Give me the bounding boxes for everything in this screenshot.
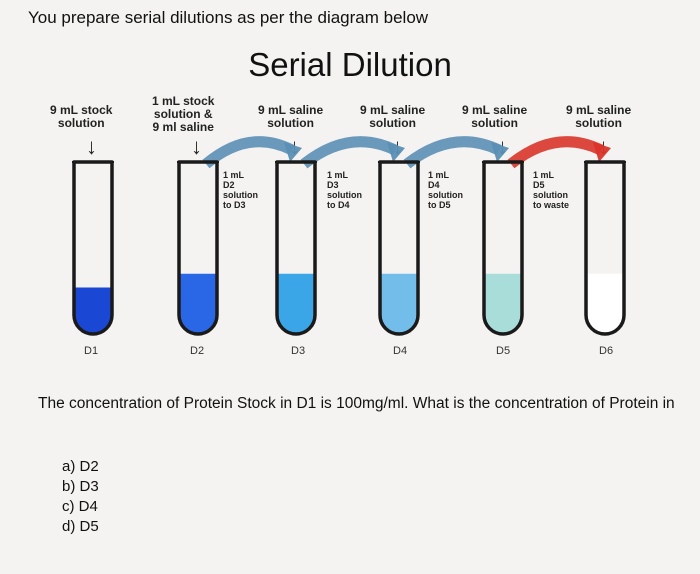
arrow-head-icon [387,142,405,162]
down-arrow-icon: ↓ [86,134,97,159]
option-d: d) D5 [62,518,99,535]
arrow-head-icon [491,142,509,162]
tube-name-d6: D6 [599,345,614,357]
test-tube-icon [482,160,524,336]
question-text: The concentration of Protein Stock in D1… [38,395,675,412]
transfer-arrow-icon [507,136,604,169]
test-tube-icon [378,160,420,336]
diagram-title: Serial Dilution [248,46,452,83]
tube-liquid [277,273,315,334]
down-arrow-icon: ↓ [191,134,202,159]
tube-name-d1: D1 [84,345,99,357]
tube-name-d5: D5 [496,345,511,357]
intro-text: You prepare serial dilutions as per the … [28,8,429,27]
option-b: b) D3 [62,478,99,495]
arrow-head-icon [284,142,302,162]
tubes-diagram [72,136,626,336]
transfer-arrow-icon [202,136,295,169]
tube-liquid [586,273,624,334]
tube-liquid [179,273,217,334]
tube-name-d2: D2 [190,345,205,357]
transfer-arrow-icon [403,136,502,169]
test-tube-icon [275,160,317,336]
option-a: a) D2 [62,458,99,475]
arrow-head-icon [593,142,611,162]
answer-options: a) D2 b) D3 c) D4 d) D5 [62,457,99,537]
tube-name-d3: D3 [291,345,306,357]
tube-liquid [484,273,522,334]
tube-liquid [74,287,112,334]
transfer-arrow-icon [300,136,398,169]
test-tube-icon [584,160,626,336]
test-tube-icon [72,160,114,336]
test-tube-icon [177,160,219,336]
option-c: c) D4 [62,498,98,515]
tube-liquid [380,273,418,334]
tube-name-d4: D4 [393,345,408,357]
